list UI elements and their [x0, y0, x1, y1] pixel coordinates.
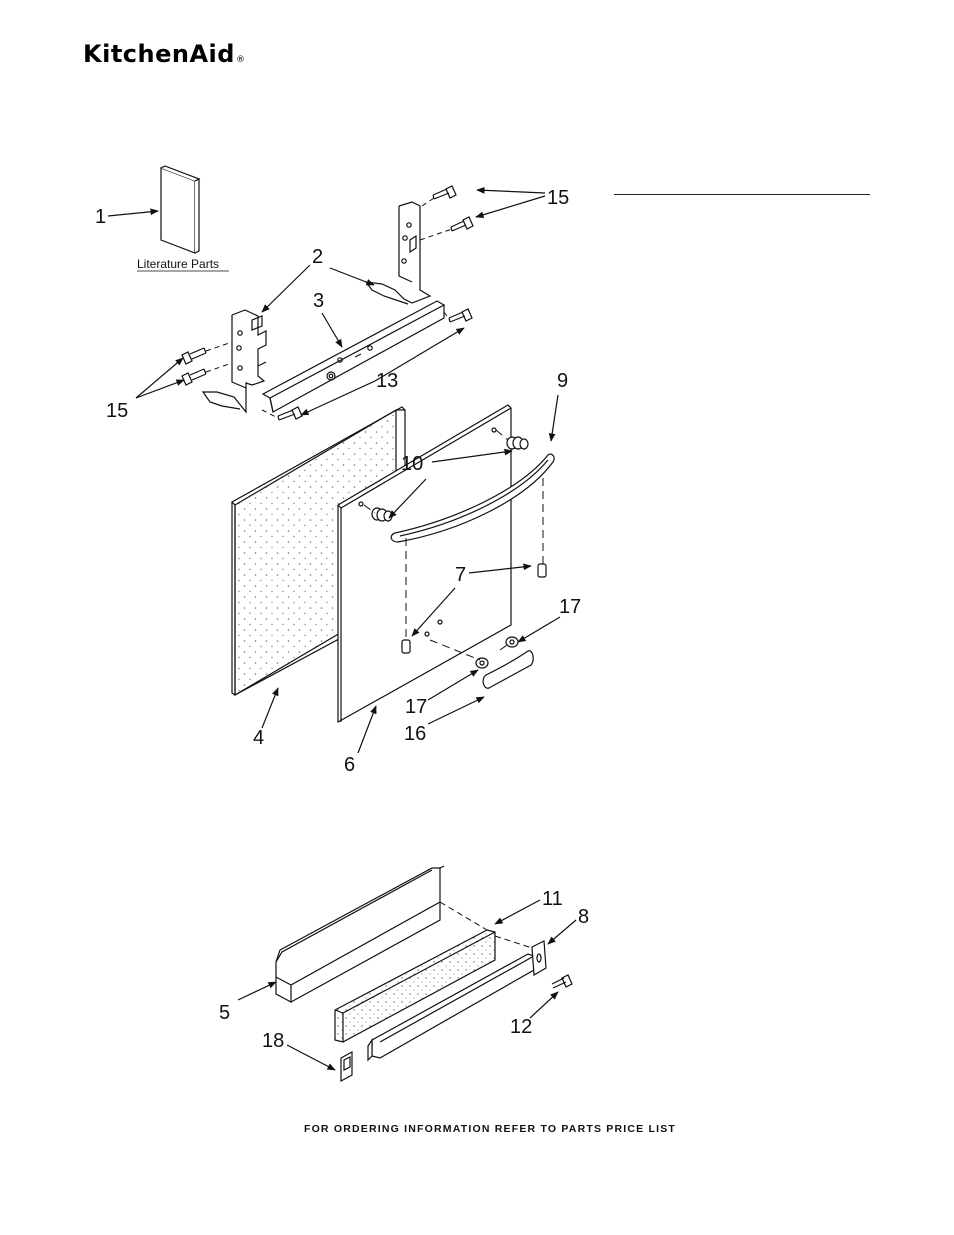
toe-kick-panel	[275, 865, 445, 1003]
literature-parts-label: Literature Parts	[137, 257, 219, 271]
callout-11: 11	[542, 888, 563, 910]
callout-5: 5	[219, 1002, 230, 1024]
literature-book	[160, 165, 201, 254]
header-rule	[614, 194, 870, 195]
door-cross-rail	[261, 300, 445, 413]
callout-7: 7	[455, 564, 466, 586]
door-handle	[390, 453, 555, 543]
callout-15-lower: 15	[106, 400, 128, 422]
registered-mark: ®	[235, 55, 246, 65]
toe-kick-clip	[340, 1050, 353, 1083]
right-door-bracket	[364, 201, 432, 305]
callout-15-upper: 15	[547, 187, 569, 209]
callout-6: 6	[344, 754, 355, 776]
callout-3: 3	[313, 290, 324, 312]
callout-2: 2	[312, 246, 323, 268]
toe-kick-guide-lines	[439, 901, 533, 949]
door-guide-lines	[363, 429, 544, 661]
screw-guide-lines	[205, 197, 453, 419]
toe-kick-screw	[551, 974, 573, 989]
door-spacers	[401, 563, 547, 654]
kitchenaid-logo: KitchenAid®	[83, 40, 245, 68]
callout-leaders	[107, 186, 577, 1071]
callout-8: 8	[578, 906, 589, 928]
callout-17-left: 17	[405, 696, 427, 718]
ordering-info-footer: FOR ORDERING INFORMATION REFER TO PARTS …	[303, 1123, 677, 1135]
callout-9: 9	[557, 370, 568, 392]
callout-4: 4	[253, 727, 264, 749]
door-panel	[337, 404, 512, 724]
left-door-bracket	[201, 309, 267, 414]
callout-12: 12	[510, 1016, 532, 1038]
callout-1: 1	[95, 206, 106, 228]
callout-16: 16	[404, 723, 426, 745]
hinge-screws	[181, 185, 474, 421]
callout-13: 13	[376, 370, 398, 392]
toe-kick-trim	[367, 940, 547, 1062]
brand-name: KitchenAid	[83, 40, 235, 68]
callout-18: 18	[262, 1030, 284, 1052]
callout-10: 10	[401, 453, 423, 475]
callout-17-right: 17	[559, 596, 581, 618]
badge-and-nuts	[475, 636, 534, 689]
